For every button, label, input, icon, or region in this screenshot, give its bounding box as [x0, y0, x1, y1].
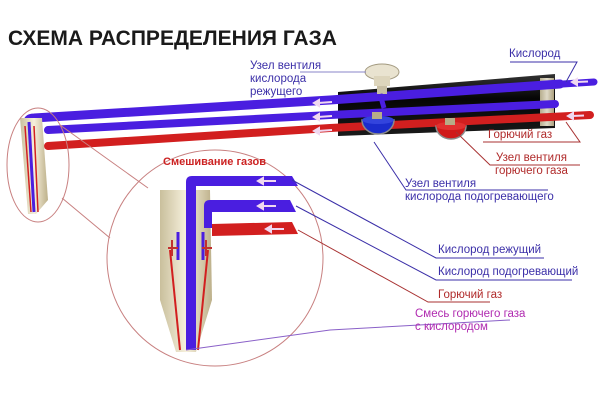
- torch-head-small: [20, 118, 48, 214]
- label-line: режущего: [250, 86, 303, 98]
- label-valve-cutting-oxygen: Узел вентиля кислорода режущего: [250, 60, 321, 99]
- leader-cutting-oxygen: [291, 179, 544, 259]
- leader-mixture: [185, 319, 511, 351]
- fuel-gas-tube: [44, 111, 594, 150]
- leader-lines: [185, 61, 581, 351]
- label-mixture: Смесь горючего газа с кислородом: [415, 308, 525, 334]
- magnified-view-circle: [106, 149, 324, 367]
- label-valve-preheat-oxygen: Узел вентиля кислорода подогревающего: [405, 178, 554, 204]
- leader-fuel-gas-bottom: [297, 229, 490, 303]
- label-fuel-gas-top: Горючий газ: [488, 129, 553, 141]
- leader-oxygen: [510, 61, 578, 83]
- leader-fuel-gas-top: [483, 121, 581, 143]
- leader-valve-preheat-oxygen: [373, 141, 548, 191]
- magnified-torch-head: [160, 176, 298, 352]
- label-line: Смесь горючего газа: [415, 308, 526, 320]
- label-line: кислорода подогревающего: [405, 191, 554, 203]
- head-highlight-ellipse: [6, 107, 70, 223]
- page-title: СХЕМА РАСПРЕДЕЛЕНИЯ ГАЗА: [8, 27, 337, 50]
- fuel-gas-valve: [435, 118, 467, 140]
- label-line: Узел вентиля: [495, 152, 567, 164]
- cutting-oxygen-valve: [364, 63, 400, 109]
- label-line: горючего газа: [495, 165, 568, 177]
- magnify-connector-bottom: [61, 197, 111, 239]
- magnify-connector-top: [59, 124, 149, 189]
- mixing-title: Смешивание газов: [163, 156, 266, 168]
- label-line: с кислородом: [415, 321, 488, 333]
- label-fuel-gas-bottom: Горючий газ: [438, 289, 503, 301]
- arrow-left-icon: [312, 77, 589, 136]
- label-line: кислорода: [250, 73, 307, 85]
- preheat-oxygen-valve: [361, 112, 395, 135]
- label-oxygen: Кислород: [509, 48, 561, 60]
- leader-preheat-oxygen: [295, 205, 572, 281]
- label-valve-fuel-gas: Узел вентиля горючего газа: [495, 152, 568, 178]
- label-line: Узел вентиля: [405, 178, 477, 190]
- label-cutting-oxygen: Кислород режущий: [438, 244, 542, 256]
- label-preheat-oxygen: Кислород подогревающий: [438, 266, 579, 278]
- leader-valve-fuel-gas: [455, 131, 580, 166]
- preheat-oxygen-tube: [44, 100, 559, 134]
- label-line: Узел вентиля: [250, 60, 322, 72]
- cutting-oxygen-tube-end: [496, 78, 598, 92]
